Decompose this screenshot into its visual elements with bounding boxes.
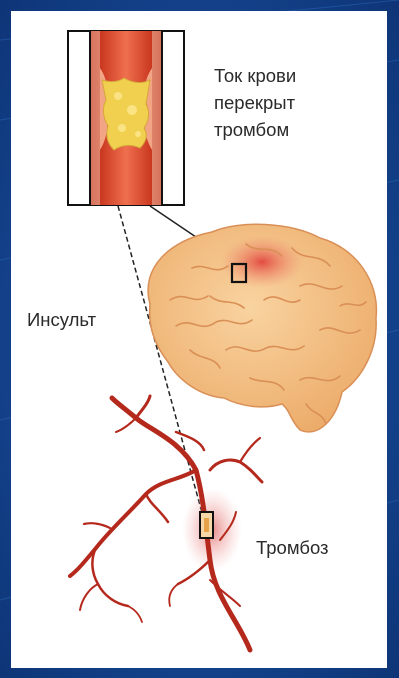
brain-illustration-icon bbox=[148, 224, 376, 432]
clot-icon bbox=[102, 78, 150, 150]
thrombosis-label: Тромбоз bbox=[256, 534, 329, 561]
stroke-label: Инсульт bbox=[27, 306, 96, 333]
cerebral-artery-tree-icon bbox=[70, 396, 262, 650]
blood-vessel-cross-section-icon bbox=[68, 31, 184, 205]
blood-flow-line-2: перекрыт bbox=[214, 89, 296, 116]
blood-flow-line-1: Ток крови bbox=[214, 62, 296, 89]
blood-flow-line-3: тромбом bbox=[214, 116, 296, 143]
blood-flow-blocked-label: Ток крови перекрыт тромбом bbox=[214, 62, 296, 143]
